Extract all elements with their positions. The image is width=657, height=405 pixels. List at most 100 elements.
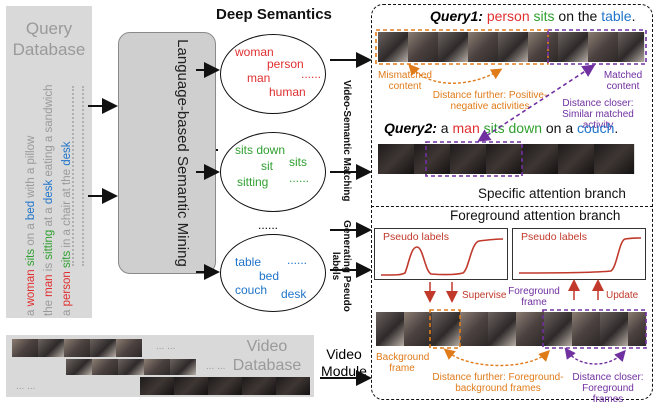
sentence-word: at a [43, 204, 55, 227]
distance-further-label: Distance further: Positive-negative acti… [432, 90, 548, 112]
query2-text: Query2: a man sits down on a couch. [384, 120, 618, 136]
semantic-word: human [269, 85, 306, 99]
semantic-word: sits [289, 155, 307, 169]
video-thumbnail [170, 359, 197, 375]
video-thumbnail [118, 359, 145, 375]
sentence-word: woman [25, 266, 37, 307]
pseudo-curve-2 [518, 237, 642, 274]
pseudo-curve-1 [380, 238, 504, 276]
semantic-word: desk [281, 287, 307, 301]
query-dots [72, 86, 77, 266]
video-dots: ... ... [206, 361, 226, 372]
video-frame [558, 144, 595, 174]
query1-text: Query1: person sits on the table. [430, 8, 635, 24]
sentence-word: with a pillow [25, 135, 37, 198]
query-dots-2 [82, 86, 87, 266]
video-frame [450, 144, 487, 174]
video-frame [486, 144, 523, 174]
pseudo-label-plot-1: Pseudo labels [374, 228, 508, 280]
video-thumbnail [12, 339, 39, 357]
video-thumbnail [140, 377, 175, 395]
foreground-branch-title: Foreground attention branch [450, 208, 621, 223]
query1-prefix: Query1: [430, 8, 483, 24]
video-frame [528, 32, 559, 62]
video-dots: ... ... [16, 381, 36, 392]
semantic-word: bed [259, 269, 280, 283]
background-frame-label: Background frame [376, 352, 430, 374]
semantic-mining-label: Language-based Semantic Mining [174, 39, 191, 267]
semantic-dots: ...... [287, 253, 308, 267]
query-word: person [486, 8, 530, 24]
video-database-panel: ... ... ... ... ... ... Video Database [6, 335, 314, 397]
sentence-word: person [61, 268, 73, 307]
video-frame [414, 144, 451, 174]
video-thumbnail [242, 377, 277, 395]
query-database-panel: Query Database a woman sits on a bed wit… [6, 6, 92, 318]
semantic-mining-box: Language-based Semantic Mining [118, 32, 216, 274]
query-database-title: Query Database [12, 19, 86, 59]
specific-branch-title: Specific attention branch [478, 186, 626, 201]
video-thumbnail [90, 339, 117, 357]
video-frame [522, 144, 559, 174]
distance-closer-label: Distance closer: Similar matched activit… [562, 98, 634, 131]
video-frame [404, 312, 433, 346]
supervise-label: Supervise [462, 290, 507, 301]
video-frame [488, 312, 517, 346]
video-semantic-matching-label: Video-Semantic Matching [341, 80, 352, 202]
branch-separator [371, 206, 653, 207]
query-word: on the [554, 8, 602, 24]
video-thumbnail [92, 359, 119, 375]
query-word: man [452, 120, 480, 136]
video-frame [498, 32, 529, 62]
semantic-word: sits down [235, 143, 286, 157]
video-frame [618, 32, 645, 62]
video-thumbnail [64, 339, 91, 357]
sentence-word: a [25, 306, 37, 316]
sentence-word: desk [43, 176, 55, 205]
pseudo-label-title: Pseudo labels [383, 231, 449, 243]
semantic-word: woman [235, 45, 274, 59]
deep-semantics-title: Deep Semantics [216, 6, 332, 23]
sentence-word: sits [25, 245, 37, 267]
semantic-word: table [235, 255, 262, 269]
sentence-word: is [43, 259, 55, 272]
semantic-ellipsis: ...... [258, 218, 279, 232]
foreground-frame-label: Foreground frame [508, 286, 560, 308]
update-label: Update [606, 290, 639, 301]
video-frame [558, 32, 589, 62]
fg-distance-closer-label: Distance closer: Foreground frames [572, 372, 644, 405]
video-module-label: Video Module [321, 346, 367, 379]
semantic-word: person [267, 57, 304, 71]
pseudo-label-plot-2: Pseudo labels [512, 228, 646, 280]
video-frame [594, 144, 635, 174]
video-thumbnail [38, 339, 65, 357]
semantic-dots: ...... [289, 171, 310, 185]
video-frame [468, 32, 499, 62]
semantic-ellipse-subject: woman person man human ...... [220, 34, 326, 114]
query-word: sits [529, 8, 555, 24]
video-thumbnail [174, 377, 209, 395]
sentence-word: sitting [43, 226, 55, 260]
query-word: on a [541, 120, 578, 136]
pseudo-labels-side-label: Generating Pseudo labels [330, 218, 352, 314]
video-frame [378, 144, 415, 174]
semantic-ellipse-action: sits down sit sits sitting ...... [220, 132, 326, 212]
video-frame [438, 32, 469, 62]
video-database-title: Video Database [232, 338, 302, 374]
video-frame [544, 312, 573, 346]
sentence-word: eating a sandwich [43, 84, 55, 177]
semantic-dots: ...... [301, 67, 322, 81]
matched-content-label: Matched content [603, 70, 643, 92]
video-thumbnail [66, 359, 93, 375]
semantic-word: sitting [237, 175, 269, 189]
video-frame [378, 32, 409, 62]
pseudo-label-title: Pseudo labels [521, 231, 587, 243]
video-thumbnail [276, 377, 311, 395]
semantic-word: man [247, 71, 271, 85]
video-frame [516, 312, 545, 346]
query-word: a [436, 120, 453, 136]
query2-prefix: Query2: [384, 120, 437, 136]
video-frame [600, 312, 629, 346]
semantic-word: couch [235, 283, 268, 297]
side-label-text: Video-Semantic Matching [341, 80, 352, 202]
